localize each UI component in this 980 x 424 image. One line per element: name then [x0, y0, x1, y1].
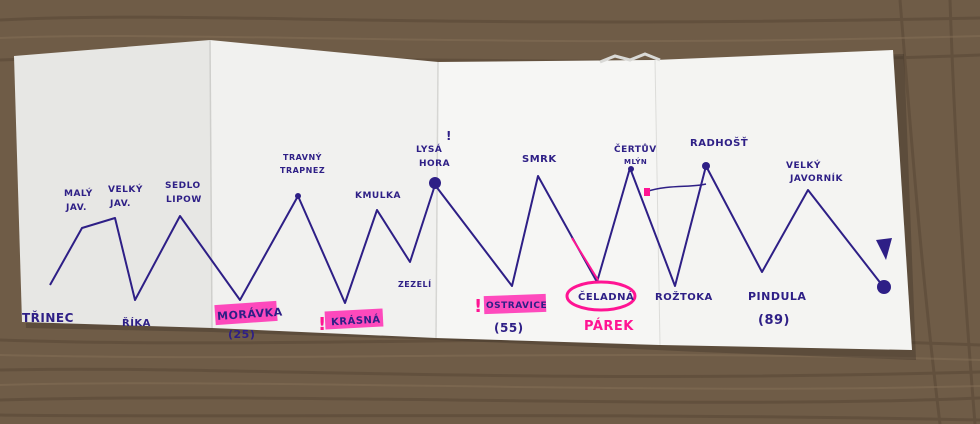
pink-small-mark — [644, 188, 650, 196]
label-pindula-km: (89) — [758, 313, 790, 328]
label-velky-javornik-1: VELKÝ — [786, 159, 821, 171]
highlight-ostravice — [483, 293, 547, 315]
label-pindula: PINDULA — [748, 290, 806, 303]
wood-grain-light — [0, 35, 980, 390]
end-flag — [876, 238, 892, 260]
label-kmucka: KMULKA — [355, 191, 401, 201]
ridge-connector — [644, 183, 707, 193]
label-moravka: MORÁVKA — [217, 305, 283, 323]
label-maly-javorovy-1: MALÝ — [64, 187, 93, 199]
circle-celadna — [565, 280, 637, 312]
label-velky-javorovy-1: VELKÝ — [108, 183, 143, 195]
label-velky-javornik-2: JAVORNÍK — [789, 172, 843, 184]
label-ropice: ŘÍKA — [122, 316, 151, 329]
paper-panel-2 — [210, 40, 438, 338]
label-ostravice-km: (55) — [494, 321, 524, 335]
summit-dot-radhost — [702, 162, 710, 170]
route-elevation-profile — [49, 165, 883, 304]
highlight-moravka — [214, 300, 278, 326]
summit-dot-travny — [295, 193, 301, 199]
label-certuv-mlyn-2: MLÝN — [624, 157, 647, 166]
label-ostravice: OSTRAVICE — [486, 301, 547, 311]
label-celadna: ČELADNÁ — [578, 290, 634, 303]
label-exclaim-1: ! — [318, 314, 327, 335]
label-lysa-exclaim: ! — [446, 129, 452, 143]
summit-dot-certuv — [628, 166, 634, 172]
fold-line-1 — [209, 39, 213, 329]
pink-trail-marker — [571, 237, 599, 281]
highlight-krasna — [324, 308, 384, 330]
label-certuv-mlyn-1: ČERTŮV — [614, 143, 657, 155]
label-parek: PÁREK — [584, 318, 634, 334]
label-smrk: SMRK — [522, 154, 557, 165]
paper-panel-4 — [655, 50, 912, 350]
label-sedlo-lipovy-1: SEDLO — [165, 181, 201, 191]
label-travny-2: TRAPNEZ — [280, 166, 325, 175]
paper-panel-3 — [436, 60, 660, 345]
label-velky-javorovy-2: JAV. — [109, 199, 131, 209]
label-radhost: RADHOŠŤ — [690, 136, 748, 149]
label-lysa-hora-2: HORA — [419, 159, 450, 169]
label-moravka-km: (25) — [228, 328, 255, 341]
label-roztoky: ROŽTOKA — [655, 290, 713, 303]
paper-panel-1 — [14, 40, 212, 328]
label-lysa-hora-1: LYSÁ — [416, 143, 442, 155]
fold-line-2 — [435, 61, 439, 339]
end-dot — [877, 280, 891, 294]
label-zeleni: ZEZELÍ — [398, 278, 432, 289]
label-travny-1: TRAVNÝ — [283, 151, 322, 162]
label-sedlo-lipovy-2: LIPOW — [166, 195, 202, 205]
summit-dot-lysa-hora — [429, 177, 441, 189]
fold-line-3 — [654, 59, 661, 346]
paper-torn-edge — [599, 52, 661, 64]
label-exclaim-2: ! — [474, 296, 483, 317]
label-krasna: KRÁSNÁ — [331, 313, 381, 329]
label-trinec: TŘINEC — [22, 310, 74, 325]
label-maly-javorovy-2: JAV. — [65, 203, 87, 213]
